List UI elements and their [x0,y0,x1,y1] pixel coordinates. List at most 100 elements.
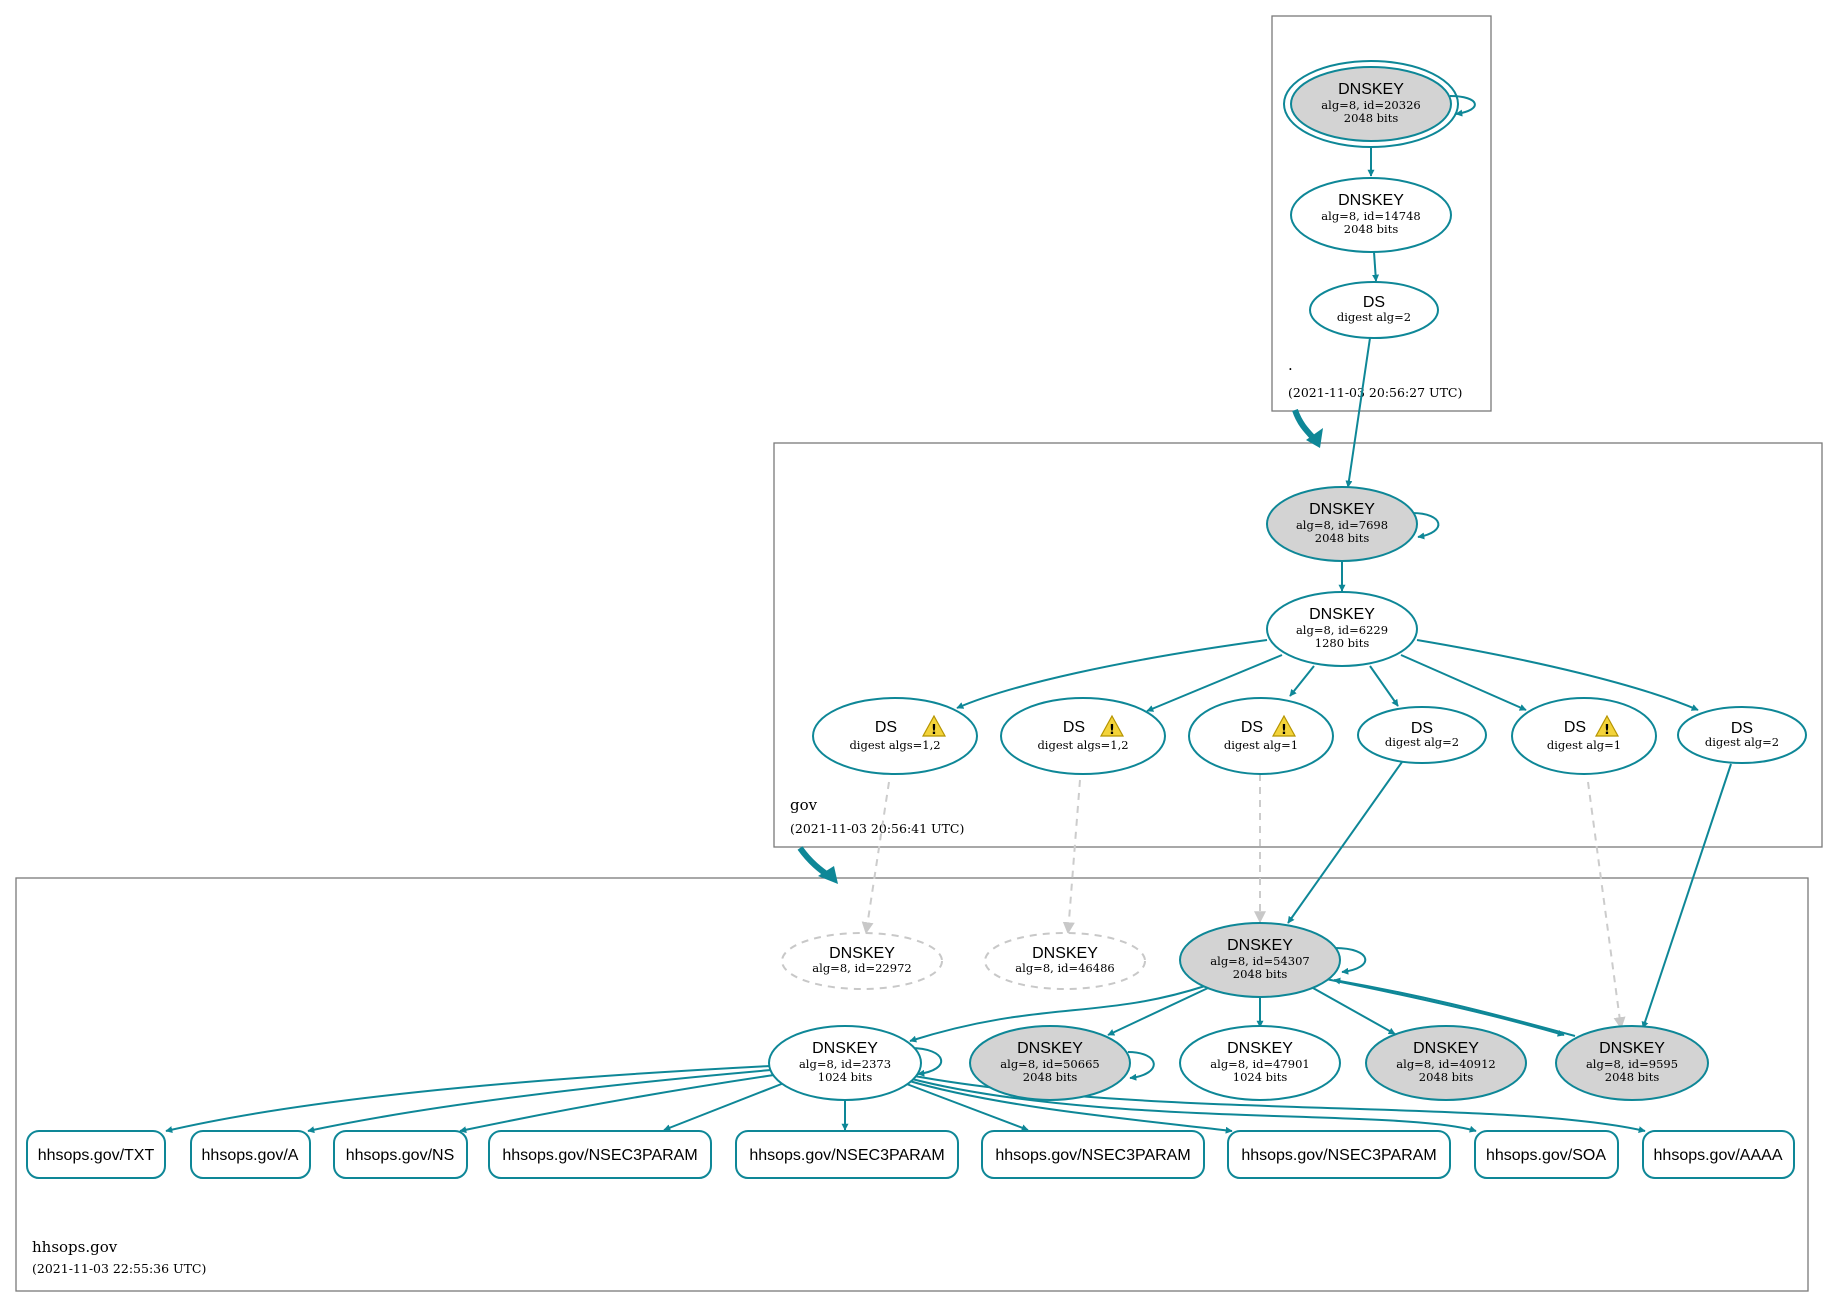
rrset-ns[interactable]: hhsops.gov/NS [333,1130,468,1179]
gov-ds2-ellipse [1000,697,1166,775]
gov-ds4-digest: digest alg=2 [1385,735,1459,749]
gov-ds1-node[interactable]: DS ! digest algs=1,2 [812,697,978,775]
gov-zsk-node[interactable]: DNSKEY alg=8, id=6229 1280 bits [1266,591,1418,667]
hhsops-key-50665-node[interactable]: DNSKEY alg=8, id=50665 2048 bits [969,1025,1131,1101]
rrset-soa-label: hhsops.gov/SOA [1486,1147,1606,1164]
gov-ds2-node[interactable]: DS ! digest algs=1,2 [1000,697,1166,775]
gov-ds5-digest: digest alg=1 [1547,738,1621,752]
gov-ds2-digest: digest algs=1,2 [1037,738,1128,752]
rrset-nsec3param-4[interactable]: hhsops.gov/NSEC3PARAM [1227,1130,1451,1179]
key-47901-alg: alg=8, id=47901 [1210,1057,1309,1071]
key-47901-bits: 1024 bits [1233,1070,1288,1084]
edge-gov-zsk-ds2 [1146,654,1283,712]
key-46486-ellipse [984,932,1146,990]
zone-hhsops-time: (2021-11-03 22:55:36 UTC) [32,1261,206,1276]
rrset-nsec3param-3-box [981,1130,1205,1179]
rrset-a-label: hhsops.gov/A [202,1147,299,1164]
zone-root-box [1271,15,1492,412]
edge-root-zsk-ds [1372,251,1380,282]
key-22972-ellipse [781,932,943,990]
hhsops-key-2373-node[interactable]: DNSKEY alg=8, id=2373 1024 bits [768,1025,922,1101]
gov-ds4-node[interactable]: DS digest alg=2 [1357,706,1487,764]
key-54307-alg: alg=8, id=54307 [1210,954,1309,968]
rrset-aaaa[interactable]: hhsops.gov/AAAA [1642,1130,1795,1179]
root-ksk-node[interactable]: DNSKEY alg=8, id=20326 2048 bits [1283,60,1459,148]
root-ksk-outer-ring [1283,60,1459,148]
rrset-aaaa-box [1642,1130,1795,1179]
edge-key54307-key50665 [1107,987,1209,1036]
edge-ds5-key9595 [1587,781,1626,1030]
edge-key54307-key9595 [1320,977,1565,1037]
edge-gov-zsk-ds1 [956,639,1268,709]
edge-gov-zsk-ds6 [1416,639,1699,711]
root-zsk-alg: alg=8, id=14748 [1321,209,1420,223]
key-9595-bits: 2048 bits [1605,1070,1660,1084]
rrset-nsec3param-3-label: hhsops.gov/NSEC3PARAM [995,1147,1190,1164]
hhsops-key-22972-node[interactable]: DNSKEY alg=8, id=22972 [781,932,943,990]
rrset-soa[interactable]: hhsops.gov/SOA [1474,1130,1619,1179]
gov-ksk-node[interactable]: DNSKEY alg=8, id=7698 2048 bits [1266,486,1418,562]
root-zsk-bits: 2048 bits [1344,222,1399,236]
gov-ds6-title: DS [1731,720,1753,737]
key-22972-title: DNSKEY [829,945,895,962]
hhsops-key-46486-node[interactable]: DNSKEY alg=8, id=46486 [984,932,1146,990]
key-50665-title: DNSKEY [1017,1040,1083,1057]
svg-text:!: ! [931,723,937,738]
gov-ds6-digest: digest alg=2 [1705,735,1779,749]
gov-ds1-digest: digest algs=1,2 [849,738,940,752]
gov-ds6-ellipse [1677,706,1807,764]
gov-ksk-ellipse [1266,486,1418,562]
nodes: DNSKEY alg=8, id=20326 2048 bits DNSKEY … [26,60,1807,1179]
edge-gov-ksk-self [1411,512,1440,540]
rrset-txt[interactable]: hhsops.gov/TXT [26,1130,166,1179]
edge-root-ksk-self [1449,95,1476,117]
rrset-nsec3param-2-label: hhsops.gov/NSEC3PARAM [749,1147,944,1164]
zone-root-time: (2021-11-03 20:56:27 UTC) [1288,385,1462,400]
rrset-nsec3param-2[interactable]: hhsops.gov/NSEC3PARAM [735,1130,959,1179]
zone-root: . (2021-11-03 20:56:27 UTC) [1271,15,1492,412]
key-46486-title: DNSKEY [1032,945,1098,962]
key-47901-ellipse [1179,1025,1341,1101]
gov-ksk-title: DNSKEY [1309,501,1375,518]
edge-key50665-self [1127,1051,1155,1081]
rrset-nsec3param-1[interactable]: hhsops.gov/NSEC3PARAM [488,1130,712,1179]
edge-key2373-nsec3param4 [905,1079,1233,1134]
gov-ds1-ellipse [812,697,978,775]
edge-ds2-key46486 [1062,779,1081,935]
rrset-nsec3param-3[interactable]: hhsops.gov/NSEC3PARAM [981,1130,1205,1179]
hhsops-key-54307-node[interactable]: DNSKEY alg=8, id=54307 2048 bits [1179,922,1341,998]
root-zsk-title: DNSKEY [1338,192,1404,209]
gov-zsk-ellipse [1266,591,1418,667]
gov-ds6-node[interactable]: DS digest alg=2 [1677,706,1807,764]
root-zsk-ellipse [1290,177,1452,253]
root-zsk-node[interactable]: DNSKEY alg=8, id=14748 2048 bits [1290,177,1452,253]
edge-key2373-txt [165,1065,771,1133]
key-46486-alg: alg=8, id=46486 [1015,961,1114,975]
key-9595-title: DNSKEY [1599,1040,1665,1057]
key-40912-alg: alg=8, id=40912 [1396,1057,1495,1071]
root-ds-node[interactable]: DS digest alg=2 [1309,281,1439,339]
key-54307-bits: 2048 bits [1233,967,1288,981]
edge-gov-zsk-ds5 [1400,654,1527,711]
edge-ds1-key22972 [861,781,890,935]
root-ksk-bits: 2048 bits [1344,111,1399,125]
gov-ds3-node[interactable]: DS ! digest alg=1 [1188,697,1334,775]
edge-key54307-key2373 [909,985,1206,1043]
edge-key2373-nsec3param1 [663,1082,785,1131]
key-54307-ellipse [1179,922,1341,998]
root-ds-ellipse [1309,281,1439,339]
hhsops-key-47901-node[interactable]: DNSKEY alg=8, id=47901 1024 bits [1179,1025,1341,1101]
svg-text:!: ! [1281,723,1287,738]
hhsops-key-9595-node[interactable]: DNSKEY alg=8, id=9595 2048 bits [1555,1025,1709,1101]
edge-gov-zsk-ds4 [1369,665,1399,707]
gov-ds5-node[interactable]: DS ! digest alg=1 [1511,697,1657,775]
gov-ds5-title: DS [1564,719,1586,736]
zone-hhsops: hhsops.gov (2021-11-03 22:55:36 UTC) [15,877,1809,1292]
delegation-arrowhead-gov-hhsops [818,866,838,884]
gov-ksk-bits: 2048 bits [1315,531,1370,545]
gov-ds3-digest: digest alg=1 [1224,738,1298,752]
hhsops-key-40912-node[interactable]: DNSKEY alg=8, id=40912 2048 bits [1365,1025,1527,1101]
key-40912-ellipse [1365,1025,1527,1101]
gov-ksk-alg: alg=8, id=7698 [1296,518,1388,532]
rrset-a[interactable]: hhsops.gov/A [190,1130,311,1179]
